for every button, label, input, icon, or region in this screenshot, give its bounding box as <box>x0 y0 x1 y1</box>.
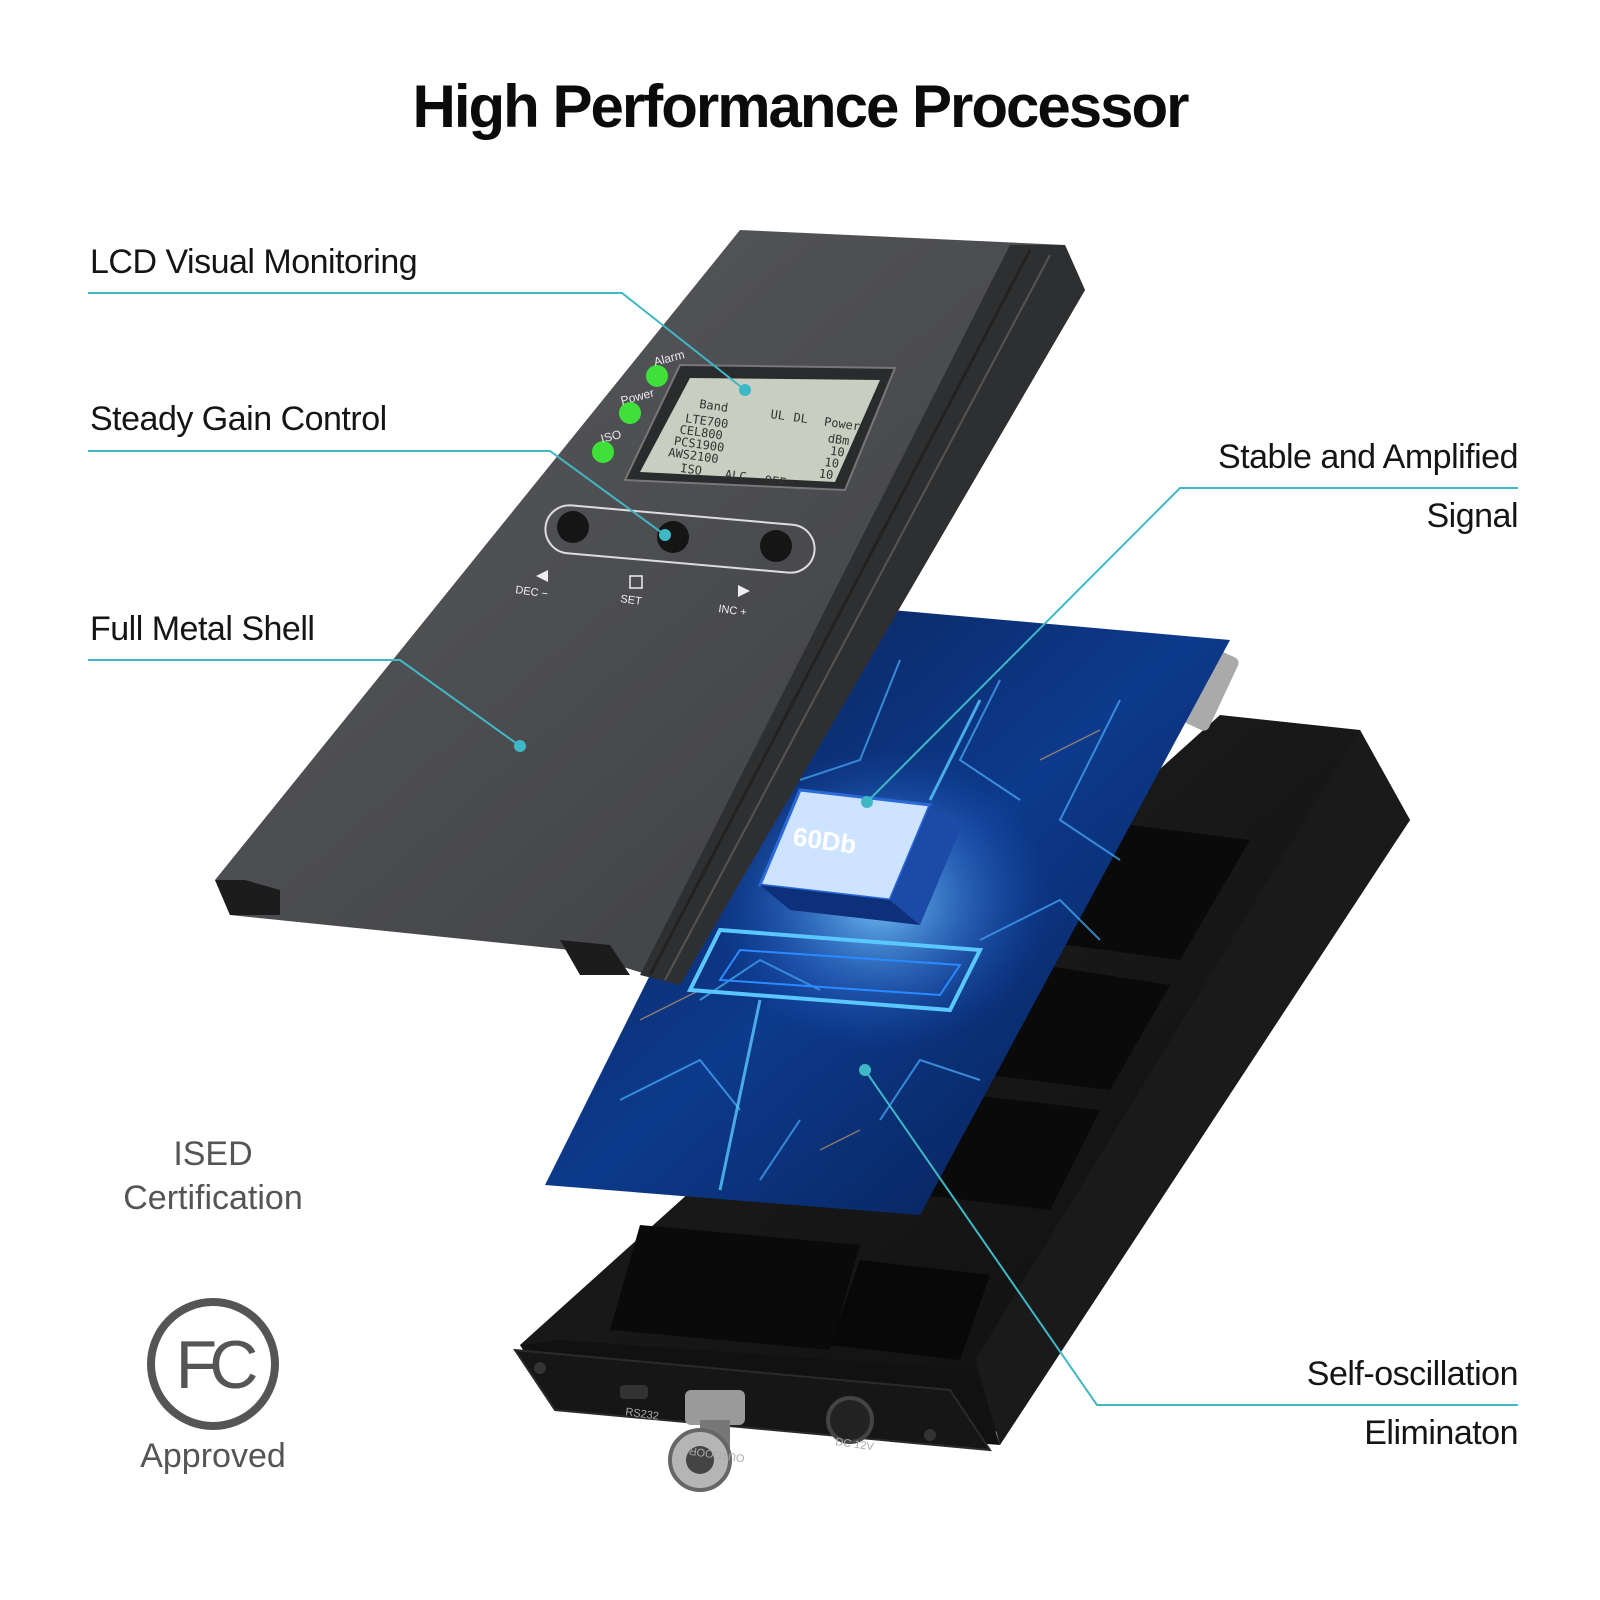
lcd-row-3-value: 10 <box>824 455 840 471</box>
fcc-logo-text: FC <box>176 1327 257 1403</box>
lcd-row-1-band: LTE700 <box>684 411 729 431</box>
lcd-footer-iso: ISO <box>679 461 702 478</box>
rs232-port <box>620 1385 648 1399</box>
callout-metal-shell: Full Metal Shell <box>90 610 315 648</box>
ised-line2: Certification <box>123 1179 303 1217</box>
lcd-footer-off: OFF <box>764 473 787 490</box>
callout-oscillation-line1: Self-oscillation <box>1306 1355 1519 1393</box>
callout-dots <box>514 384 873 1076</box>
lcd-row-4-band: AWS2100 <box>667 445 719 466</box>
lcd-row-1-value: dBm <box>827 431 850 448</box>
fcc-approved-caption: Approved <box>140 1437 286 1475</box>
lcd-row-3-band: PCS1900 <box>673 434 725 455</box>
lcd-screen: Band UL DL Power LTE700 dBm CEL800 10 PC… <box>623 363 897 492</box>
inc-button[interactable] <box>760 530 792 562</box>
callout-lines <box>88 292 1518 1406</box>
callout-lcd-monitoring: LCD Visual Monitoring <box>90 243 418 281</box>
lcd-header-band: Band <box>698 397 729 415</box>
dec-arrow-icon <box>536 570 548 582</box>
fcc-logo: FC <box>147 1298 279 1430</box>
lcd-header-dl: DL <box>793 410 809 426</box>
lcd-row-4-value: 10 <box>818 466 834 482</box>
set-icon <box>629 575 643 589</box>
lcd-footer-alc: ALC <box>724 467 747 484</box>
lcd-row-2-value: 10 <box>829 444 845 460</box>
port-label-rs232: RS232 <box>625 1406 660 1423</box>
lcd-header-ul: UL <box>770 407 786 423</box>
dec-button[interactable] <box>557 511 589 543</box>
callout-steady-gain: Steady Gain Control <box>90 400 387 438</box>
lcd-row-2-band: CEL800 <box>679 423 724 443</box>
iso-led <box>592 441 614 463</box>
metal-shell: Alarm Power ISO Band UL DL Power LTE700 … <box>215 230 1085 985</box>
ised-certification: ISED Certification <box>88 1132 338 1220</box>
inc-label: INC + <box>718 603 748 619</box>
led-label-iso: ISO <box>599 427 623 446</box>
callout-oscillation-line2: Eliminaton <box>1364 1414 1518 1452</box>
ised-line1: ISED <box>173 1135 253 1173</box>
callout-signal-line2: Signal <box>1426 497 1518 535</box>
control-buttons: DEC − SET INC + <box>515 504 816 619</box>
dc-jack <box>826 1396 874 1444</box>
lcd-header-power: Power <box>823 415 861 434</box>
alarm-led <box>646 365 668 387</box>
port-label-dc: DC 12V <box>835 1436 875 1453</box>
dec-label: DEC − <box>515 584 549 600</box>
n-connector <box>668 1390 745 1492</box>
callout-signal-line1: Stable and Amplified <box>1218 438 1518 476</box>
circuit-board: 60Db <box>545 605 1230 1215</box>
page-title: High Performance Processor <box>412 73 1190 140</box>
power-led <box>619 402 641 424</box>
inc-arrow-icon <box>738 585 750 597</box>
set-label: SET <box>620 593 643 608</box>
